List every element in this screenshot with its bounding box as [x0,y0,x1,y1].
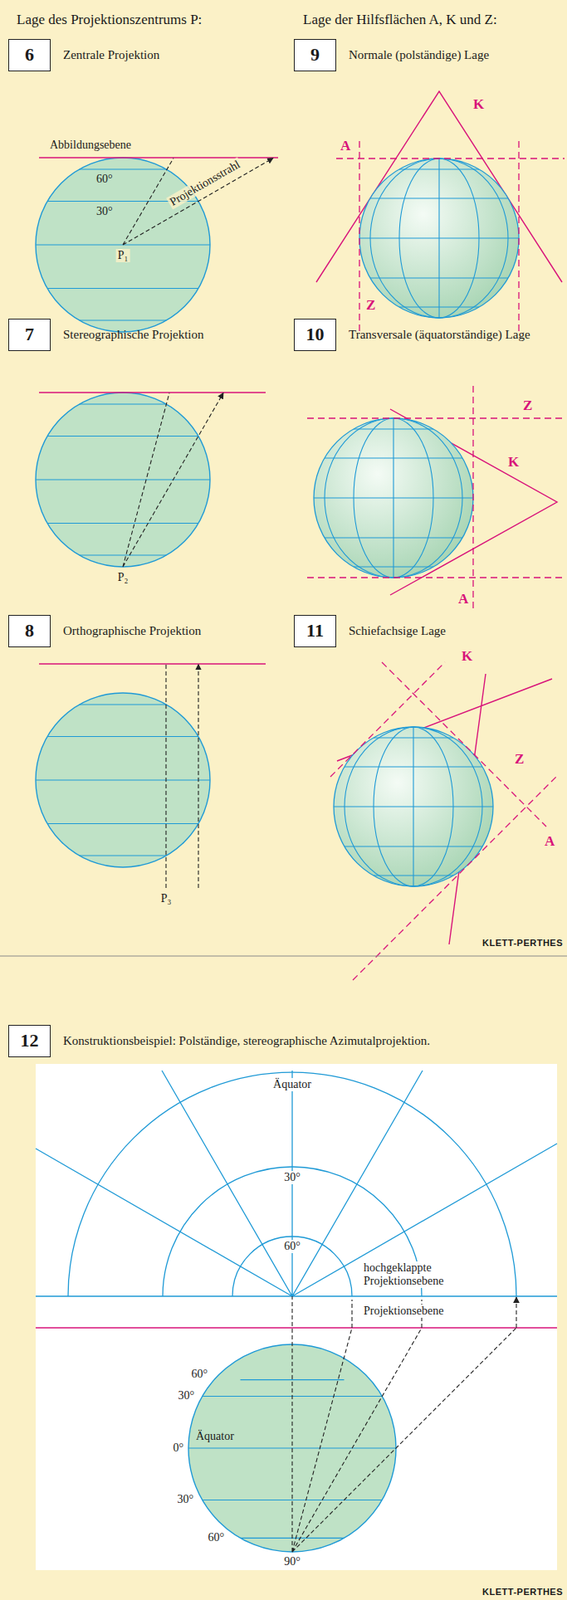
annotation: 30° [96,205,113,219]
oblique-aspect [330,662,558,981]
number-box: 6Zentrale Projektion [8,39,51,72]
number-box: 10Transversale (äquatorständige) Lage [293,318,337,352]
panel-title: Normale (polständige) Lage [348,47,489,63]
annotation: 30° [176,1493,194,1507]
annotation: P₂ [117,571,129,585]
panel-title: Transversale (äquatorständige) Lage [348,327,557,343]
annotation: Äquator [195,1430,235,1444]
annotation: 90° [283,1555,301,1570]
annotation: Projektionsebene [361,1305,445,1319]
column-heading: Lage des Projektionszentrums P: [16,11,202,29]
number-box: 8Orthographische Projektion [8,615,51,648]
panel-number: 12 [9,1026,50,1056]
surface-letter: A [340,137,351,155]
surface-letter: K [473,96,484,113]
annotation: 30° [282,1171,303,1185]
annotation: P₃ [161,892,172,906]
surface-letter: A [458,591,469,608]
central-projection [35,157,279,333]
annotation: 60° [282,1240,303,1254]
publisher-mark: KLETT-PERTHES [482,938,563,949]
surface-letter: K [508,454,519,471]
panel-title: Konstruktionsbeispiel: Polständige, ster… [63,1033,431,1049]
panel-title: Schiefachsige Lage [348,623,446,639]
normal-aspect [316,91,565,333]
orthographic-projection [35,664,266,889]
annotation: P₁ [116,249,131,263]
separator [0,956,567,958]
column-heading: Lage der Hilfsflächen A, K und Z: [303,11,498,29]
annotation: 60° [96,172,113,186]
surface-letter: A [544,833,555,851]
annotation: 0° [172,1441,184,1456]
annotation: Projektionsstrahl [166,156,245,210]
annotation: Äquator [271,1078,313,1092]
panel-number: 11 [294,615,336,646]
surface-letter: Z [366,297,376,314]
number-box: 11Schiefachsige Lage [293,615,337,648]
panel-number: 6 [9,39,50,70]
annotation: 60° [190,1368,208,1382]
annotation: Abbildungsebene [49,138,132,152]
surface-letter: Z [523,397,533,415]
construction-example [35,1064,558,1571]
panel-title: Stereographische Projektion [63,327,205,343]
annotation: 60° [207,1531,225,1545]
stereographic-projection [35,392,266,567]
number-box: 7Stereographische Projektion [8,318,51,352]
annotation: hochgeklappte Projektionsebene [361,1261,470,1289]
surface-letter: K [461,648,473,665]
number-box: 9Normale (polständige) Lage [293,39,337,72]
transverse-aspect [307,386,565,611]
panel-title: Zentrale Projektion [63,47,160,63]
panel-number: 10 [294,319,336,350]
panel-title: Orthographische Projektion [63,623,201,639]
number-box: 12Konstruktionsbeispiel: Polständige, st… [8,1025,51,1058]
annotation: 30° [177,1389,195,1403]
panel-number: 8 [9,615,50,646]
panel-number: 9 [294,39,336,70]
panel-number: 7 [9,319,50,350]
surface-letter: Z [514,751,524,768]
publisher-mark: KLETT-PERTHES [482,1587,563,1599]
